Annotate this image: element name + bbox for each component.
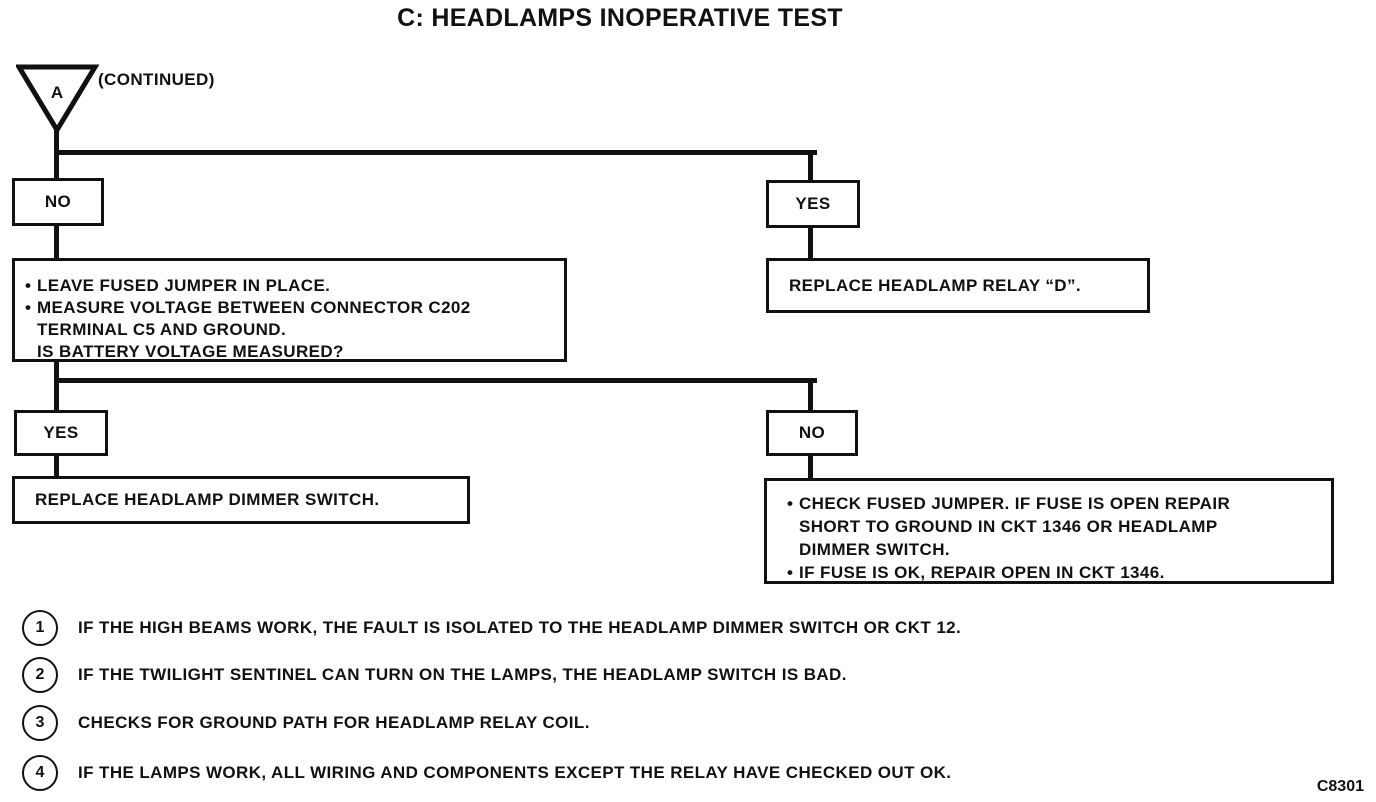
replace-dimmer-box: REPLACE HEADLAMP DIMMER SWITCH. <box>12 476 470 524</box>
connector-line <box>808 150 813 180</box>
note-1: 1 IF THE HIGH BEAMS WORK, THE FAULT IS I… <box>22 610 961 646</box>
note-2: 2 IF THE TWILIGHT SENTINEL CAN TURN ON T… <box>22 657 847 693</box>
note-number: 1 <box>22 610 58 646</box>
connector-line <box>808 378 813 410</box>
branch1-yes-label: YES <box>795 194 831 213</box>
step-item: •CHECK FUSED JUMPER. IF FUSE IS OPEN REP… <box>787 494 1231 513</box>
connector-line <box>54 226 59 258</box>
connector-line <box>54 360 59 412</box>
replace-relay-text: REPLACE HEADLAMP RELAY “D”. <box>789 275 1081 295</box>
step-continuation: TERMINAL C5 AND GROUND. <box>37 320 287 339</box>
step-item: •MEASURE VOLTAGE BETWEEN CONNECTOR C202 <box>25 298 471 317</box>
branch1-no-label: NO <box>44 192 72 211</box>
branch2-no-box: NO <box>766 410 858 456</box>
figure-code: C8301 <box>1316 778 1364 795</box>
branch2-no-label: NO <box>798 423 826 442</box>
connector-label: A <box>51 83 63 102</box>
note-text: CHECKS FOR GROUND PATH FOR HEADLAMP RELA… <box>78 713 590 732</box>
branch1-yes-box: YES <box>766 180 860 228</box>
branch2-yes-label: YES <box>43 423 79 442</box>
branch2-yes-box: YES <box>14 410 108 456</box>
step-text: IF FUSE IS OK, REPAIR OPEN IN CKT 1346. <box>799 563 1165 582</box>
step-question: IS BATTERY VOLTAGE MEASURED? <box>37 342 344 361</box>
note-number: 2 <box>22 657 58 693</box>
note-number: 3 <box>22 705 58 741</box>
step-continuation: SHORT TO GROUND IN CKT 1346 OR HEADLAMP <box>799 517 1218 536</box>
note-3: 3 CHECKS FOR GROUND PATH FOR HEADLAMP RE… <box>22 705 590 741</box>
continued-note: (CONTINUED) <box>98 70 215 89</box>
step-text: MEASURE VOLTAGE BETWEEN CONNECTOR C202 <box>37 298 471 317</box>
replace-dimmer-text: REPLACE HEADLAMP DIMMER SWITCH. <box>35 490 380 509</box>
note-text: IF THE LAMPS WORK, ALL WIRING AND COMPON… <box>78 763 952 782</box>
page-title: C: HEADLAMPS INOPERATIVE TEST <box>397 4 843 32</box>
note-4: 4 IF THE LAMPS WORK, ALL WIRING AND COMP… <box>22 755 951 791</box>
note-text: IF THE TWILIGHT SENTINEL CAN TURN ON THE… <box>78 665 847 684</box>
replace-relay-box: REPLACE HEADLAMP RELAY “D”. <box>766 258 1150 313</box>
connector-line <box>54 378 817 383</box>
connector-line <box>808 226 813 258</box>
step-text: CHECK FUSED JUMPER. IF FUSE IS OPEN REPA… <box>799 494 1231 513</box>
connector-triangle: A <box>16 64 100 134</box>
branch1-no-box: NO <box>12 178 104 226</box>
measure-voltage-box: •LEAVE FUSED JUMPER IN PLACE. •MEASURE V… <box>12 258 567 362</box>
step-item: •IF FUSE IS OK, REPAIR OPEN IN CKT 1346. <box>787 563 1165 582</box>
connector-line <box>808 454 813 478</box>
step-continuation: DIMMER SWITCH. <box>799 540 951 559</box>
step-text: LEAVE FUSED JUMPER IN PLACE. <box>37 276 331 295</box>
step-item: •LEAVE FUSED JUMPER IN PLACE. <box>25 276 331 295</box>
check-jumper-box: •CHECK FUSED JUMPER. IF FUSE IS OPEN REP… <box>764 478 1334 584</box>
connector-line <box>54 150 817 155</box>
connector-line <box>54 454 59 478</box>
note-number: 4 <box>22 755 58 791</box>
note-text: IF THE HIGH BEAMS WORK, THE FAULT IS ISO… <box>78 618 962 637</box>
